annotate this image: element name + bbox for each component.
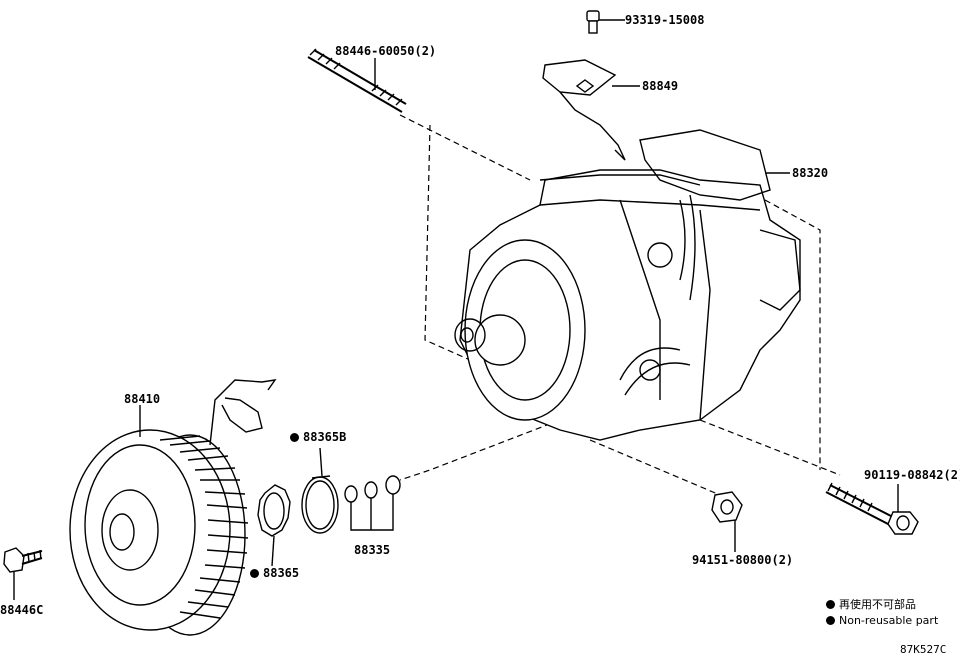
snap-ring-part — [257, 484, 291, 567]
label-right-bolt: 90119-08842(2) — [864, 468, 960, 482]
label-clutch: 88410 — [124, 392, 161, 406]
non-reusable-dot-icon — [826, 616, 835, 625]
legend-en: Non-reusable part — [826, 614, 938, 628]
shims-part — [344, 475, 401, 531]
non-reusable-dot-icon — [250, 569, 259, 578]
bracket-part — [542, 59, 640, 161]
label-snap-ring: 88365 — [250, 566, 299, 580]
label-left-bolt: 88446C — [0, 603, 44, 617]
label-compressor: 88320 — [792, 166, 829, 180]
stud-bolt-part — [307, 48, 407, 113]
label-shims: 88335 — [354, 543, 391, 557]
non-reusable-dot-icon — [826, 600, 835, 609]
nut-part — [711, 491, 743, 552]
right-bolt-part — [825, 482, 919, 535]
label-snap-ring-b: 88365B — [290, 430, 346, 444]
snap-ring-b-part — [301, 447, 339, 534]
label-top-bolt: 93319-15008 — [625, 13, 705, 27]
non-reusable-dot-icon — [290, 433, 299, 442]
clutch-part — [69, 379, 277, 636]
legend-jp: 再使用不可部品 — [826, 598, 916, 612]
top-bolt-part — [586, 10, 625, 34]
label-bracket: 88849 — [642, 79, 679, 93]
compressor-part — [454, 129, 801, 441]
label-stud-bolt: 88446-60050(2) — [335, 44, 437, 58]
alignment-lines — [399, 114, 841, 496]
label-nut: 94151-80800(2) — [692, 553, 794, 567]
left-bolt-part — [3, 547, 43, 600]
diagram-code: 87K527C — [900, 643, 947, 656]
